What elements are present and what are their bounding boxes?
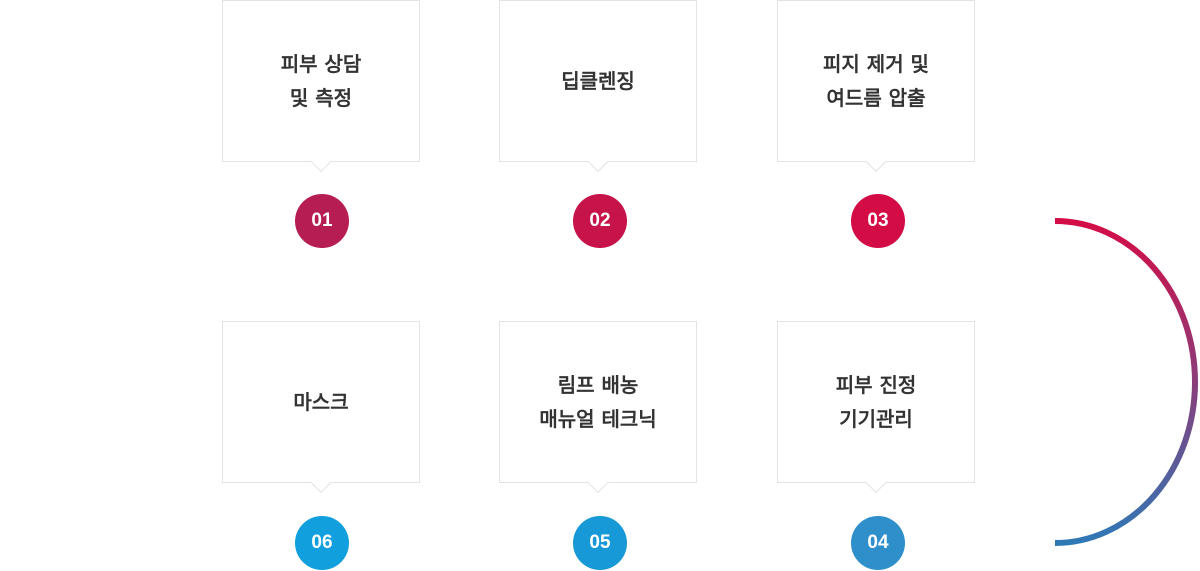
- step-label-3: 피지 제거 및 여드름 압출: [823, 52, 929, 110]
- track-curve: [1054, 218, 1198, 546]
- step-number-badge-1: 01: [295, 194, 349, 248]
- step-box-4: 피부 진정 기기관리: [777, 321, 975, 483]
- step-number-2: 02: [589, 210, 611, 231]
- step-box-2: 딥클렌징: [499, 0, 697, 162]
- step-number-5: 05: [589, 532, 611, 553]
- step-number-badge-6: 06: [295, 516, 349, 570]
- step-number-1: 01: [311, 210, 333, 231]
- step-number-4: 04: [867, 532, 889, 553]
- step-number-3: 03: [867, 210, 889, 231]
- step-label-6: 마스크: [293, 390, 349, 414]
- step-box-1: 피부 상담 및 측정: [222, 0, 420, 162]
- step-number-badge-2: 02: [573, 194, 627, 248]
- step-number-6: 06: [311, 532, 333, 553]
- step-label-1: 피부 상담 및 측정: [280, 52, 362, 110]
- step-box-3: 피지 제거 및 여드름 압출: [777, 0, 975, 162]
- step-number-badge-4: 04: [851, 516, 905, 570]
- step-label-5: 림프 배농 매뉴얼 테크닉: [539, 373, 657, 431]
- step-label-4: 피부 진정 기기관리: [835, 373, 917, 431]
- step-number-badge-3: 03: [851, 194, 905, 248]
- step-box-6: 마스크: [222, 321, 420, 483]
- step-label-2: 딥클렌징: [561, 69, 635, 93]
- step-box-5: 림프 배농 매뉴얼 테크닉: [499, 321, 697, 483]
- step-number-badge-5: 05: [573, 516, 627, 570]
